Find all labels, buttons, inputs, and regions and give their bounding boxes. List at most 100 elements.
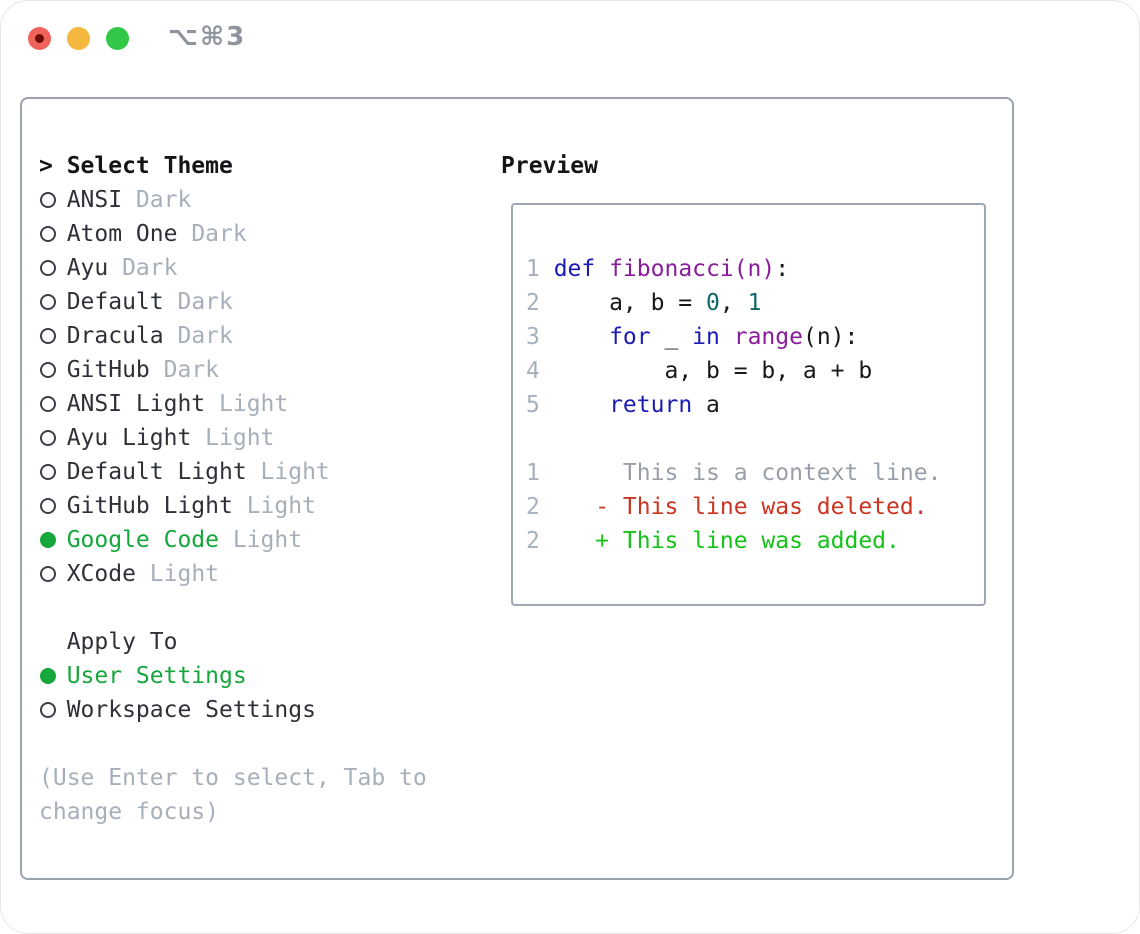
theme-option-google-code[interactable]: Google Code Light [39,523,427,557]
option-label: Atom One [66,221,178,247]
radio-unselected-icon [40,566,56,582]
theme-option-default[interactable]: Default Dark [39,285,427,319]
radio-unselected-icon [40,362,56,378]
zoom-button-icon[interactable] [106,27,129,50]
theme-variant: Dark [135,187,192,213]
radio-unselected-icon [40,464,56,480]
line-number: 3 [526,324,540,350]
radio-indent [39,498,67,514]
select-theme-label: Select Theme [66,153,233,179]
code-segment: 1 [747,290,762,316]
code-line: 2 a, b = 0, 1 [526,286,984,320]
apply-option-workspace-settings[interactable]: Workspace Settings [39,693,427,727]
radio-selected-icon [40,532,56,548]
theme-variant: Light [205,425,275,451]
radio-indent [39,362,67,378]
code-line: 4 a, b = b, a + b [526,354,984,388]
radio-indent [39,464,67,480]
option-label: Dracula [66,323,164,349]
radio-unselected-icon [40,430,56,446]
diff-line-added: 2 + This line was added. [526,524,984,558]
option-label: GitHub Light [66,493,233,519]
diff-text: - This line was deleted. [595,494,928,520]
diff-text: This is a context line. [595,460,942,486]
code-segment [554,392,609,418]
code-segment: (n): [802,324,859,350]
line-number: 5 [526,392,540,418]
radio-unselected-icon [40,702,56,718]
code-segment: return [609,392,693,418]
theme-variant: Dark [177,289,233,315]
theme-option-ansi[interactable]: ANSI Dark [39,183,427,217]
option-label: User Settings [66,663,247,689]
line-number: 1 [526,460,540,486]
theme-variant: Dark [122,255,178,281]
code-segment: def [553,256,610,282]
code-segment: : [775,256,790,282]
code-segment: a, b = [553,290,707,316]
line-number: 4 [526,358,540,384]
radio-unselected-icon [40,226,56,242]
option-label: XCode [66,561,136,587]
option-label: Default Light [66,459,247,485]
code-line: 5 return a [526,388,984,422]
option-label: Workspace Settings [66,697,316,723]
radio-indent [39,702,67,718]
window-title: ⌥⌘3 [168,22,247,52]
close-button-icon[interactable] [28,27,51,50]
code-segment: for [609,324,651,350]
radio-indent [39,532,67,548]
diff-text: + This line was added. [595,528,900,554]
code-segment: a [692,392,720,418]
code-segment [720,324,734,350]
minimize-button-icon[interactable] [67,27,90,50]
line-number: 2 [526,528,540,554]
spacer [39,591,427,625]
option-label: Google Code [66,527,220,553]
hint-line-2: change focus) [39,799,220,825]
line-number: 2 [526,494,540,520]
radio-unselected-icon [40,260,56,276]
radio-indent [39,294,67,310]
diff-line-deleted: 2 - This line was deleted. [526,490,984,524]
code-segment: _ [650,324,693,350]
theme-variant: Light [219,391,289,417]
radio-indent [39,260,67,276]
theme-variant: Light [232,527,303,553]
line-number: 2 [526,290,540,316]
code-segment: a, b = b, a + b [553,358,873,384]
select-theme-header: >Select Theme [39,149,427,183]
line-number: 1 [526,256,540,282]
apply-option-user-settings[interactable]: User Settings [39,659,427,693]
code-segment: , [719,290,748,316]
apply-to-header: Apply To [39,625,427,659]
option-label: Default [66,289,164,315]
code-segment: range [733,324,803,350]
radio-unselected-icon [40,192,56,208]
radio-indent [39,566,67,582]
radio-selected-icon [40,668,56,684]
radio-indent [39,192,67,208]
radio-unselected-icon [40,396,56,412]
code-segment: 0 [706,290,720,316]
radio-indent [39,328,67,344]
radio-indent [39,226,67,242]
option-label: ANSI [66,187,123,213]
apply-to-label: Apply To [66,629,178,655]
